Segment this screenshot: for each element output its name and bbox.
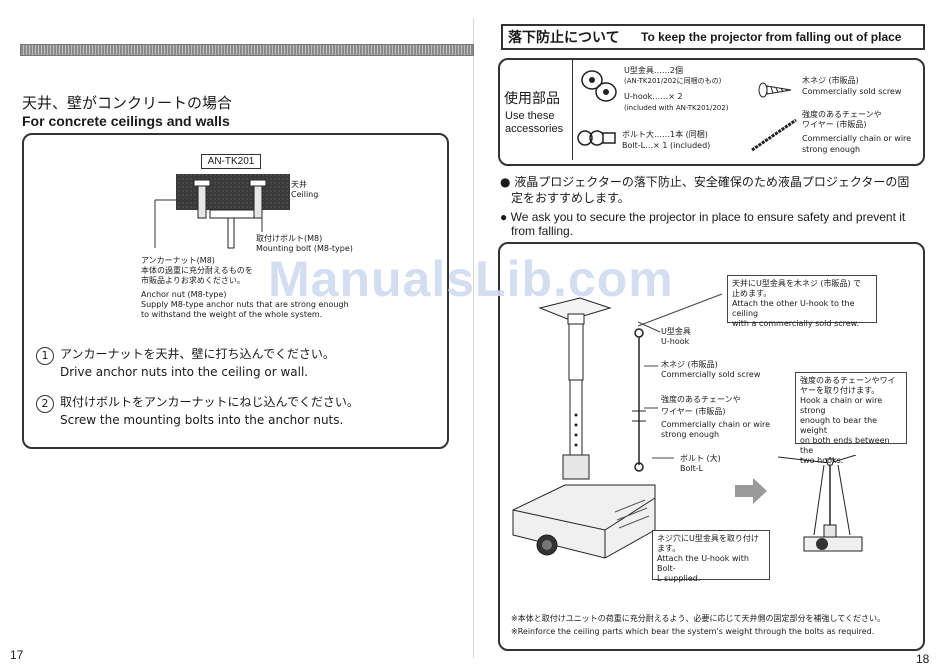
parts-header-cell: [498, 60, 573, 160]
bolt-l-icon: [577, 130, 616, 146]
anchor-nut-illustration: [154, 174, 290, 249]
projector-mount-illustration: [512, 297, 656, 559]
section-title-en: To keep the projector from falling out o…: [641, 30, 902, 44]
anchor-nut-jp-3: 市販品よりお求めください。: [141, 276, 245, 285]
arrow-right-icon: [735, 478, 767, 504]
bullet-en-line-1: ● We ask you to secure the projector in …: [500, 210, 906, 224]
part-bolt-jp: ボルト大……1本 (同梱): [622, 130, 708, 139]
callout-2-en-3: on both ends between the: [800, 436, 890, 455]
heading-jp: 天井、壁がコンクリートの場合: [22, 94, 233, 112]
part-bolt-en: Bolt-L…× 1 (included): [622, 141, 711, 150]
bullet-jp-text-1: 液晶プロジェクターの落下防止、安全確保のため液晶プロジェクターの固: [514, 175, 910, 189]
diagram-panel: [498, 242, 925, 651]
callout-1-jp-2: 止めます。: [732, 289, 772, 298]
label-chain-en-2: strong enough: [661, 430, 720, 439]
part-chain-jp-2: ワイヤー (市販品): [802, 120, 867, 129]
callout-screw-hole: ネジ穴にU型金具を取り付け ます。 Attach the U-hook with…: [652, 530, 770, 583]
step-1-jp: アンカーナットを天井、壁に打ち込んでください。: [60, 347, 335, 361]
mounting-bolt-en: Mounting bolt (M8-type): [256, 244, 353, 253]
page-gutter: [473, 18, 474, 658]
callout-1-en-2: with a commercially sold screw.: [732, 319, 859, 328]
anchor-nut-jp-2: 本体の過重に充分耐えるものを: [141, 266, 253, 275]
safety-chain-illustration: [632, 328, 646, 472]
label-uhook-en: U-hook: [661, 337, 690, 346]
part-screw-en: Commercially sold screw: [802, 87, 902, 96]
note-en: ※Reinforce the ceiling parts which bear …: [511, 627, 875, 636]
anchor-nut-jp-1: アンカーナット(M8): [141, 256, 215, 265]
part-chain-en-1: Commercially chain or wire: [802, 134, 912, 143]
part-uhook-jp: U型金具……2個: [624, 66, 683, 75]
callout-3-jp-2: ます。: [657, 544, 681, 553]
label-chain-en-1: Commercially chain or wire: [661, 420, 771, 429]
section-header-bar: [20, 44, 474, 56]
label-chain-jp-1: 強度のあるチェーンや: [661, 395, 741, 404]
parts-panel: [498, 58, 925, 166]
callout-2-en-1: Hook a chain or wire strong: [800, 396, 883, 415]
label-screw-en: Commercially sold screw: [661, 370, 761, 379]
callout-2-jp-2: ヤーを取り付けます。: [800, 386, 880, 395]
page-number-right: 18: [916, 652, 930, 666]
label-uhook-jp: U型金具: [661, 327, 691, 336]
screw-icon: [758, 82, 792, 98]
chain-icon: [751, 118, 797, 152]
u-hook-icon: [581, 70, 617, 102]
heading-en: For concrete ceilings and walls: [22, 113, 230, 129]
bullet-jp-line-1: ● 液晶プロジェクターの落下防止、安全確保のため液晶プロジェクターの固: [500, 175, 910, 189]
callout-1-jp-1: 天井にU型金具を木ネジ (市販品) で: [732, 279, 862, 288]
parts-title-en-1: Use these: [505, 110, 555, 122]
step-number: 2: [36, 395, 54, 413]
section-title-jp: 落下防止について: [508, 30, 620, 46]
step-2-en: Screw the mounting bolts into the anchor…: [60, 413, 344, 427]
callout-1-en-1: Attach the other U-hook to the ceiling: [732, 299, 855, 318]
callout-3-en-1: Attach the U-hook with Bolt-: [657, 554, 749, 573]
step-2-jp: 取付けボルトをアンカーナットにねじ込んでください。: [60, 395, 359, 409]
callout-3-en-2: L supplied.: [657, 574, 701, 583]
leader-lines: [637, 293, 723, 459]
part-screw-jp: 木ネジ (市販品): [802, 76, 859, 85]
section-title-box: [501, 24, 925, 50]
part-uhook-jp-note: (AN-TK201/202に同梱のもの): [624, 77, 722, 85]
parts-title-jp: 使用部品: [504, 91, 560, 107]
bullet-jp-line-2: 定をおすすめします。: [511, 191, 630, 205]
callout-2-en-2: enough to bear the weight: [800, 416, 878, 435]
callout-2-en-4: two hooks.: [800, 456, 844, 465]
label-chain-jp-2: ワイヤー (市販品): [661, 407, 726, 416]
watermark: ManualsLib.com: [268, 251, 674, 307]
projector-with-chain-illustration: [777, 455, 863, 552]
part-chain-jp-1: 強度のあるチェーンや: [802, 110, 882, 119]
anchor-nut-en-2: to withstand the weight of the whole sys…: [141, 310, 323, 319]
anchor-nut-en-title: Anchor nut (M8-type): [141, 290, 227, 299]
bullet-en-line-2: from falling.: [511, 224, 574, 238]
label-bolt-jp: ボルト (大): [680, 454, 721, 463]
step-number: 1: [36, 347, 54, 365]
mounting-bolt-jp: 取付けボルト(M8): [256, 234, 323, 243]
parts-title-en-2: accessories: [505, 123, 564, 135]
callout-chain-hook: 強度のあるチェーンやワイ ヤーを取り付けます。 Hook a chain or …: [795, 372, 907, 465]
label-screw-jp: 木ネジ (市販品): [661, 360, 718, 369]
part-chain-en-2: strong enough: [802, 145, 861, 154]
bullet-en-text-1: We ask you to secure the projector in pl…: [510, 210, 906, 224]
anchor-nut-en-1: Supply M8-type anchor nuts that are stro…: [141, 300, 349, 309]
part-uhook-en-note: (included with AN-TK201/202): [624, 104, 729, 112]
callout-3-jp-1: ネジ穴にU型金具を取り付け: [657, 534, 759, 543]
callout-2-jp-1: 強度のあるチェーンやワイ: [800, 376, 896, 385]
note-jp: ※本体と取付けユニットの荷重に充分耐えるよう、必要に応じて天井側の固定部分を補強…: [511, 614, 885, 623]
ceiling-label-jp: 天井: [291, 180, 307, 189]
step-1-en: Drive anchor nuts into the ceiling or wa…: [60, 365, 309, 379]
model-label: AN-TK201: [201, 154, 261, 169]
part-uhook-en: U-hook……× 2: [624, 92, 683, 101]
callout-ceiling-uhook: 天井にU型金具を木ネジ (市販品) で 止めます。 Attach the oth…: [727, 275, 877, 328]
label-bolt-en: Bolt-L: [680, 464, 704, 473]
page-number-left: 17: [10, 648, 24, 662]
ceiling-label-en: Ceiling: [291, 190, 319, 199]
